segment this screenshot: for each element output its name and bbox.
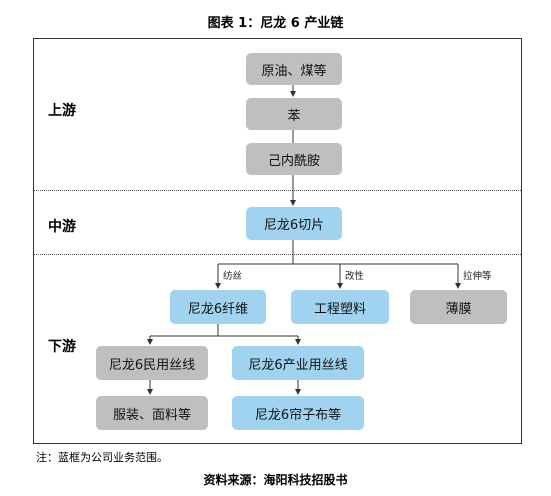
section-label-downstream: 下游	[48, 339, 76, 355]
source-credit: 资料来源：海阳科技招股书	[203, 473, 348, 487]
node-nylon6-chips: 尼龙6切片	[246, 207, 342, 240]
section-label-midstream: 中游	[48, 219, 76, 235]
edge-label-modified: 改性	[345, 271, 365, 282]
divider-upstream-midstream	[34, 190, 521, 191]
node-civil-yarn: 尼龙6民用丝线	[96, 346, 208, 380]
node-apparel-fabrics: 服装、面料等	[96, 396, 208, 430]
divider-midstream-downstream	[34, 254, 521, 255]
node-benzene: 苯	[246, 98, 342, 130]
node-raw-materials: 原油、煤等	[246, 53, 342, 85]
edge-label-spinning: 纺丝	[223, 271, 243, 282]
edge-label-stretching: 拉伸等	[463, 271, 492, 282]
node-tire-cord: 尼龙6帘子布等	[232, 396, 364, 430]
footnote: 注：蓝框为公司业务范围。	[36, 451, 168, 464]
section-label-upstream: 上游	[48, 103, 76, 119]
node-engineering-plastics: 工程塑料	[291, 290, 389, 324]
node-industrial-yarn: 尼龙6产业用丝线	[232, 346, 364, 380]
node-nylon6-fiber: 尼龙6纤维	[170, 290, 266, 324]
figure-title: 图表 1：尼龙 6 产业链	[207, 16, 344, 31]
diagram-frame	[33, 38, 522, 444]
node-caprolactam: 己内酰胺	[246, 143, 342, 175]
node-film: 薄膜	[410, 290, 507, 324]
